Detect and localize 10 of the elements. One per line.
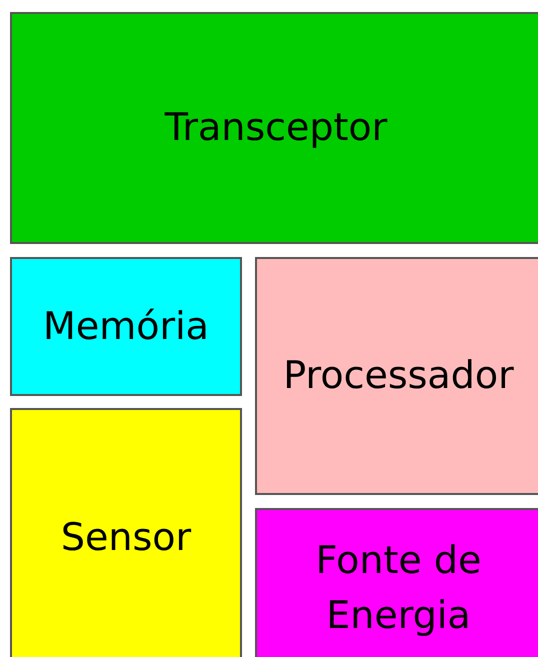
component-block — [255, 508, 538, 657]
block-label: Transceptor — [164, 104, 388, 152]
block-label: Sensor — [60, 514, 192, 562]
component-block — [10, 12, 538, 244]
block-label: Fonte de Energia — [314, 536, 482, 639]
block-label: Memória — [43, 302, 209, 350]
component-block — [10, 257, 242, 396]
block-label: Processador — [283, 352, 514, 400]
component-block — [255, 257, 538, 495]
component-block — [10, 408, 242, 657]
